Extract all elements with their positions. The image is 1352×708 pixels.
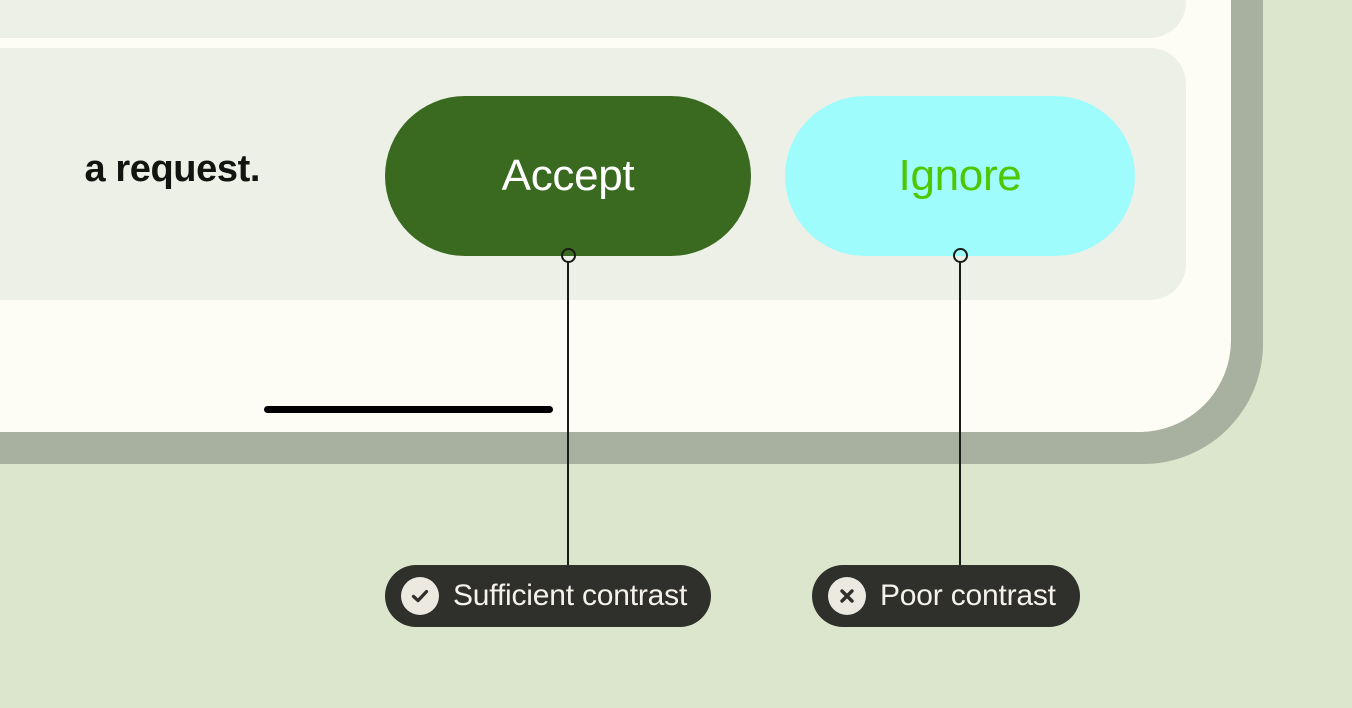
check-circle-icon (401, 577, 439, 615)
x-circle-icon (828, 577, 866, 615)
connector-dot-icon (952, 248, 968, 263)
divider-bar (264, 406, 553, 413)
accept-button[interactable]: Accept (385, 96, 751, 256)
connector-line (959, 262, 961, 580)
connector-dot-icon (560, 248, 576, 263)
annotation-poor-contrast: Poor contrast (812, 565, 1080, 627)
annotation-label: Poor contrast (880, 579, 1056, 612)
content-card-top (0, 0, 1186, 38)
ignore-button[interactable]: Ignore (785, 96, 1135, 256)
annotation-label: Sufficient contrast (453, 579, 688, 612)
connector-line (567, 262, 569, 580)
annotation-sufficient-contrast: Sufficient contrast (385, 565, 712, 627)
card-body-text: a request. (84, 148, 260, 190)
